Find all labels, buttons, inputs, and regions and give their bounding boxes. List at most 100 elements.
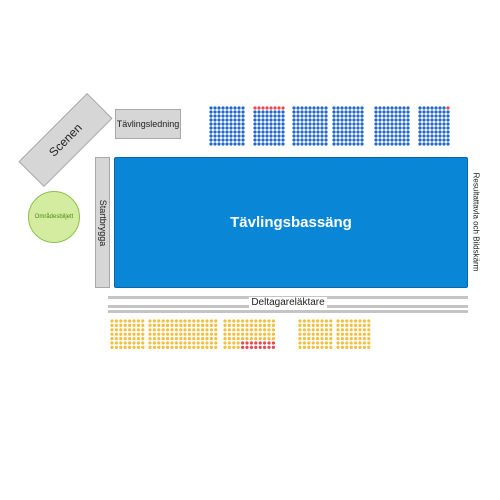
seat[interactable]	[324, 126, 328, 130]
seat[interactable]	[245, 328, 249, 332]
seat[interactable]	[179, 319, 183, 323]
seat[interactable]	[394, 134, 398, 138]
seat[interactable]	[438, 142, 442, 146]
seat[interactable]	[438, 122, 442, 126]
seat[interactable]	[227, 319, 231, 323]
seat[interactable]	[340, 126, 344, 130]
seat[interactable]	[233, 114, 237, 118]
seat[interactable]	[336, 337, 340, 341]
seat[interactable]	[205, 341, 209, 345]
seat[interactable]	[426, 106, 430, 110]
seat[interactable]	[213, 122, 217, 126]
seat[interactable]	[265, 110, 269, 114]
seat[interactable]	[179, 332, 183, 336]
seat[interactable]	[320, 142, 324, 146]
seat[interactable]	[148, 328, 152, 332]
seat[interactable]	[196, 341, 200, 345]
seat[interactable]	[209, 126, 213, 130]
seat[interactable]	[196, 319, 200, 323]
seat[interactable]	[217, 142, 221, 146]
seat[interactable]	[245, 337, 249, 341]
seat[interactable]	[344, 118, 348, 122]
seat[interactable]	[249, 319, 253, 323]
area-ticket-zone[interactable]: Områdesbiljett	[28, 191, 80, 243]
seat[interactable]	[422, 118, 426, 122]
seat[interactable]	[201, 341, 205, 345]
seat[interactable]	[114, 345, 118, 349]
seat[interactable]	[237, 114, 241, 118]
seat[interactable]	[148, 345, 152, 349]
seat[interactable]	[422, 106, 426, 110]
seat[interactable]	[114, 337, 118, 341]
seat[interactable]	[267, 328, 271, 332]
seat[interactable]	[281, 118, 285, 122]
seat[interactable]	[148, 341, 152, 345]
seat[interactable]	[360, 110, 364, 114]
seat[interactable]	[402, 114, 406, 118]
seat[interactable]	[324, 134, 328, 138]
seat[interactable]	[374, 114, 378, 118]
seat[interactable]	[348, 114, 352, 118]
seat[interactable]	[223, 337, 227, 341]
seat[interactable]	[304, 130, 308, 134]
seat[interactable]	[356, 142, 360, 146]
seat[interactable]	[340, 328, 344, 332]
seat[interactable]	[148, 332, 152, 336]
seat[interactable]	[152, 337, 156, 341]
seat[interactable]	[183, 345, 187, 349]
seat[interactable]	[183, 341, 187, 345]
seat[interactable]	[349, 341, 353, 345]
seat[interactable]	[265, 122, 269, 126]
seat[interactable]	[348, 106, 352, 110]
seat[interactable]	[179, 345, 183, 349]
seat[interactable]	[382, 106, 386, 110]
seat[interactable]	[233, 126, 237, 130]
seat[interactable]	[296, 138, 300, 142]
seat[interactable]	[257, 110, 261, 114]
seat[interactable]	[161, 323, 165, 327]
seat[interactable]	[273, 142, 277, 146]
seat[interactable]	[267, 337, 271, 341]
seat[interactable]	[257, 114, 261, 118]
seat[interactable]	[213, 126, 217, 130]
seat[interactable]	[192, 337, 196, 341]
seat[interactable]	[229, 134, 233, 138]
seat[interactable]	[236, 345, 240, 349]
seat[interactable]	[367, 323, 371, 327]
seat[interactable]	[307, 337, 311, 341]
seat[interactable]	[277, 122, 281, 126]
seat[interactable]	[241, 142, 245, 146]
seat[interactable]	[360, 122, 364, 126]
seat[interactable]	[352, 142, 356, 146]
seat[interactable]	[277, 110, 281, 114]
seat[interactable]	[402, 118, 406, 122]
seat[interactable]	[132, 345, 136, 349]
seat[interactable]	[422, 114, 426, 118]
seat[interactable]	[209, 138, 213, 142]
seat[interactable]	[232, 345, 236, 349]
seat[interactable]	[320, 118, 324, 122]
seat[interactable]	[300, 122, 304, 126]
seat[interactable]	[426, 142, 430, 146]
seat[interactable]	[302, 328, 306, 332]
seat[interactable]	[336, 106, 340, 110]
seat[interactable]	[362, 345, 366, 349]
seat[interactable]	[382, 114, 386, 118]
seat[interactable]	[406, 138, 410, 142]
seat[interactable]	[205, 332, 209, 336]
seat[interactable]	[261, 118, 265, 122]
seat[interactable]	[367, 332, 371, 336]
seat[interactable]	[378, 114, 382, 118]
seat[interactable]	[166, 341, 170, 345]
seat[interactable]	[174, 323, 178, 327]
seat[interactable]	[438, 138, 442, 142]
seat[interactable]	[394, 138, 398, 142]
seat[interactable]	[179, 341, 183, 345]
seat[interactable]	[378, 110, 382, 114]
seat[interactable]	[336, 134, 340, 138]
seat[interactable]	[356, 138, 360, 142]
seat[interactable]	[263, 337, 267, 341]
seat[interactable]	[241, 126, 245, 130]
seat[interactable]	[430, 106, 434, 110]
seat[interactable]	[201, 332, 205, 336]
